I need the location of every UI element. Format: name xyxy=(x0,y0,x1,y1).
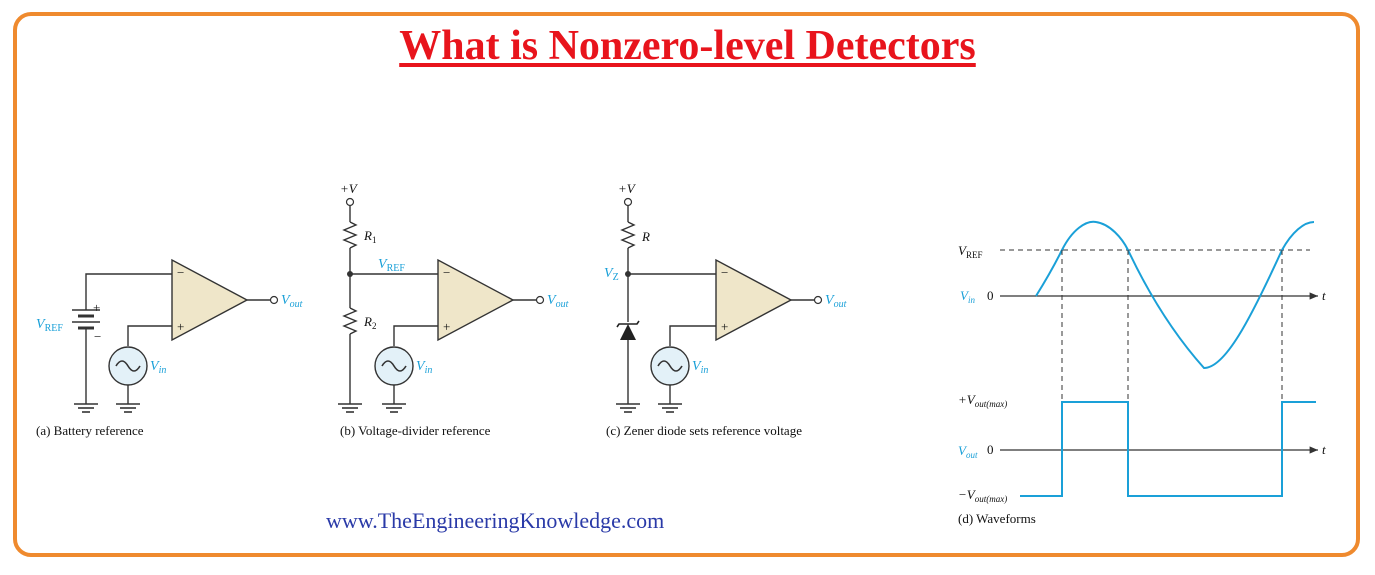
r1-label: R1 xyxy=(363,228,376,245)
opamp-c-inv-label: − xyxy=(721,265,728,280)
sine-glyph-c-icon xyxy=(657,360,683,372)
resistor-r-icon xyxy=(620,221,636,249)
caption-c: (c) Zener diode sets reference voltage xyxy=(606,423,802,438)
sine-glyph-a-icon xyxy=(115,360,141,372)
vin-d-label: Vin xyxy=(960,288,975,305)
ground-c1-icon xyxy=(616,403,640,413)
output-terminal-b xyxy=(535,295,545,305)
resistor-r1-icon xyxy=(342,221,358,249)
supply-b-terminal xyxy=(345,197,355,207)
vin-b-label: Vin xyxy=(416,359,432,376)
website-footer: www.TheEngineeringKnowledge.com xyxy=(326,508,665,533)
supply-b-label: +V xyxy=(340,181,359,196)
wire-c-noninv xyxy=(669,325,716,346)
ground-a2-icon xyxy=(116,403,140,413)
supply-c-label: +V xyxy=(618,181,637,196)
battery-plus: + xyxy=(93,300,100,315)
caption-d: (d) Waveforms xyxy=(958,511,1036,526)
zero-bottom-label: 0 xyxy=(987,442,994,457)
caption-a: (a) Battery reference xyxy=(36,423,144,438)
ground-a1-icon xyxy=(74,403,98,413)
output-terminal-c xyxy=(813,295,823,305)
vin-a-label: Vin xyxy=(150,359,166,376)
neg-max-label: −Vout(max) xyxy=(958,487,1007,504)
opamp-b-inv-label: − xyxy=(443,265,450,280)
ground-b2-icon xyxy=(382,403,406,413)
t-top-label: t xyxy=(1322,288,1326,303)
opamp-b-noninv-label: + xyxy=(443,319,450,334)
wire-a-inv xyxy=(85,273,172,310)
vref-a-label: VREF xyxy=(36,317,63,334)
ground-c2-icon xyxy=(658,403,682,413)
opamp-b xyxy=(437,258,515,342)
r-label: R xyxy=(641,229,650,244)
output-terminal-a xyxy=(269,295,279,305)
vout-square-wave xyxy=(1020,401,1316,497)
battery-minus: − xyxy=(94,329,101,344)
sine-glyph-b-icon xyxy=(381,360,407,372)
vout-a-label: Vout xyxy=(281,293,303,310)
r2-label: R2 xyxy=(363,314,376,331)
wire-a-noninv xyxy=(127,325,172,346)
page-title: What is Nonzero-level Detectors xyxy=(399,23,976,69)
vin-sine-wave xyxy=(1035,220,1315,370)
zero-top-label: 0 xyxy=(987,288,994,303)
opamp-a-inv-label: − xyxy=(177,265,184,280)
caption-b: (b) Voltage-divider reference xyxy=(340,423,491,438)
vref-b-label: VREF xyxy=(378,257,405,274)
waveforms-panel: t 0 Vin VREF t 0 Vout +Vout(max) −Vout(m… xyxy=(958,220,1326,526)
circuit-b-voltage-divider: +V R1 VREF R2 − + Vin Vout (b) xyxy=(338,181,569,438)
circuit-a-battery-reference: − + + − VREF Vin xyxy=(36,258,303,438)
zener-diode-icon xyxy=(616,320,640,340)
opamp-a xyxy=(171,258,249,342)
opamp-c-noninv-label: + xyxy=(721,319,728,334)
ground-b1-icon xyxy=(338,403,362,413)
opamp-a-noninv-label: + xyxy=(177,319,184,334)
vin-c-label: Vin xyxy=(692,359,708,376)
supply-c-terminal xyxy=(623,197,633,207)
vref-d-label: VREF xyxy=(958,243,982,260)
wire-b-noninv xyxy=(393,325,438,346)
opamp-c xyxy=(715,258,793,342)
t-bottom-label: t xyxy=(1322,442,1326,457)
vout-b-label: Vout xyxy=(547,293,569,310)
vz-label: VZ xyxy=(604,266,619,283)
vout-d-label: Vout xyxy=(958,443,978,460)
pos-max-label: +Vout(max) xyxy=(958,392,1007,409)
resistor-r2-icon xyxy=(342,307,358,335)
circuit-c-zener: +V R VZ − + Vin xyxy=(604,181,847,438)
vout-c-label: Vout xyxy=(825,293,847,310)
orange-border-frame xyxy=(13,12,1360,557)
